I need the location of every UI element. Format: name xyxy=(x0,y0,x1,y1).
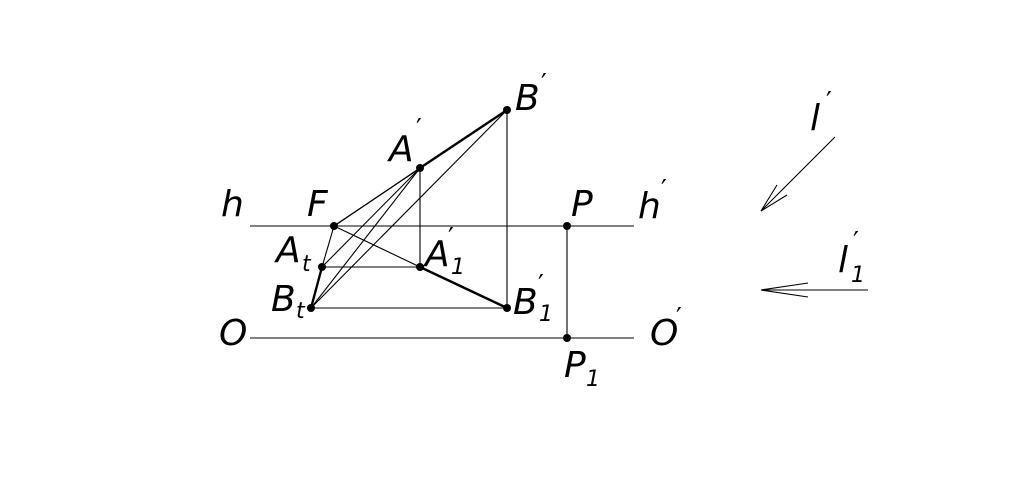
label-O: O xyxy=(219,313,247,354)
label-l1-prime-mark: ′ xyxy=(853,227,859,257)
segment-A1-B1 xyxy=(419,265,508,310)
label-B: B xyxy=(515,78,540,119)
label-B1-prime-mark: ′ xyxy=(538,270,544,300)
line-F-At xyxy=(321,225,335,268)
label-A-prime-mark: ′ xyxy=(416,114,422,144)
point-P1 xyxy=(563,334,571,342)
label-l-prime-mark: ′ xyxy=(826,87,832,117)
segment-A-B xyxy=(419,109,508,169)
label-P1-sub: 1 xyxy=(586,367,600,392)
line-Bt-B xyxy=(310,109,508,309)
point-F xyxy=(330,222,338,230)
label-Bt-sub: t xyxy=(296,299,306,324)
label-At: A xyxy=(274,230,301,271)
label-l1-sub: 1 xyxy=(851,263,865,288)
line-Bt-A xyxy=(310,167,421,309)
label-B-prime-mark: ′ xyxy=(541,69,547,99)
label-B1-sub: 1 xyxy=(539,302,553,327)
label-O-prime: O xyxy=(650,313,678,354)
label-l1: l xyxy=(838,240,848,281)
point-At xyxy=(318,263,326,271)
label-A1: A xyxy=(423,234,450,275)
label-At-sub: t xyxy=(302,252,312,277)
label-l: l xyxy=(810,98,820,139)
label-P1: P xyxy=(564,345,586,386)
label-A1-sub: 1 xyxy=(451,255,465,280)
label-P: P xyxy=(571,184,593,225)
label-h-prime: h xyxy=(638,186,661,227)
point-B xyxy=(503,106,511,114)
point-B1 xyxy=(503,304,511,312)
point-P xyxy=(563,222,571,230)
label-F: F xyxy=(307,184,329,225)
label-h: h xyxy=(221,184,244,225)
direction-l1-arrow-icon xyxy=(760,282,868,298)
label-Bt: B xyxy=(271,279,296,320)
point-A xyxy=(416,164,424,172)
label-B1: B xyxy=(513,282,538,323)
label-A1-prime-mark: ′ xyxy=(448,223,454,253)
line-F-B1 xyxy=(333,225,421,268)
direction-l-arrow-icon xyxy=(760,136,836,212)
line-At-A xyxy=(321,167,421,268)
label-h-prime-mark: ′ xyxy=(661,175,667,205)
label-O-prime-mark: ′ xyxy=(676,303,682,333)
point-A1 xyxy=(416,263,424,271)
segment-At-Bt xyxy=(309,266,324,309)
label-A: A xyxy=(387,129,414,170)
point-Bt xyxy=(307,304,315,312)
